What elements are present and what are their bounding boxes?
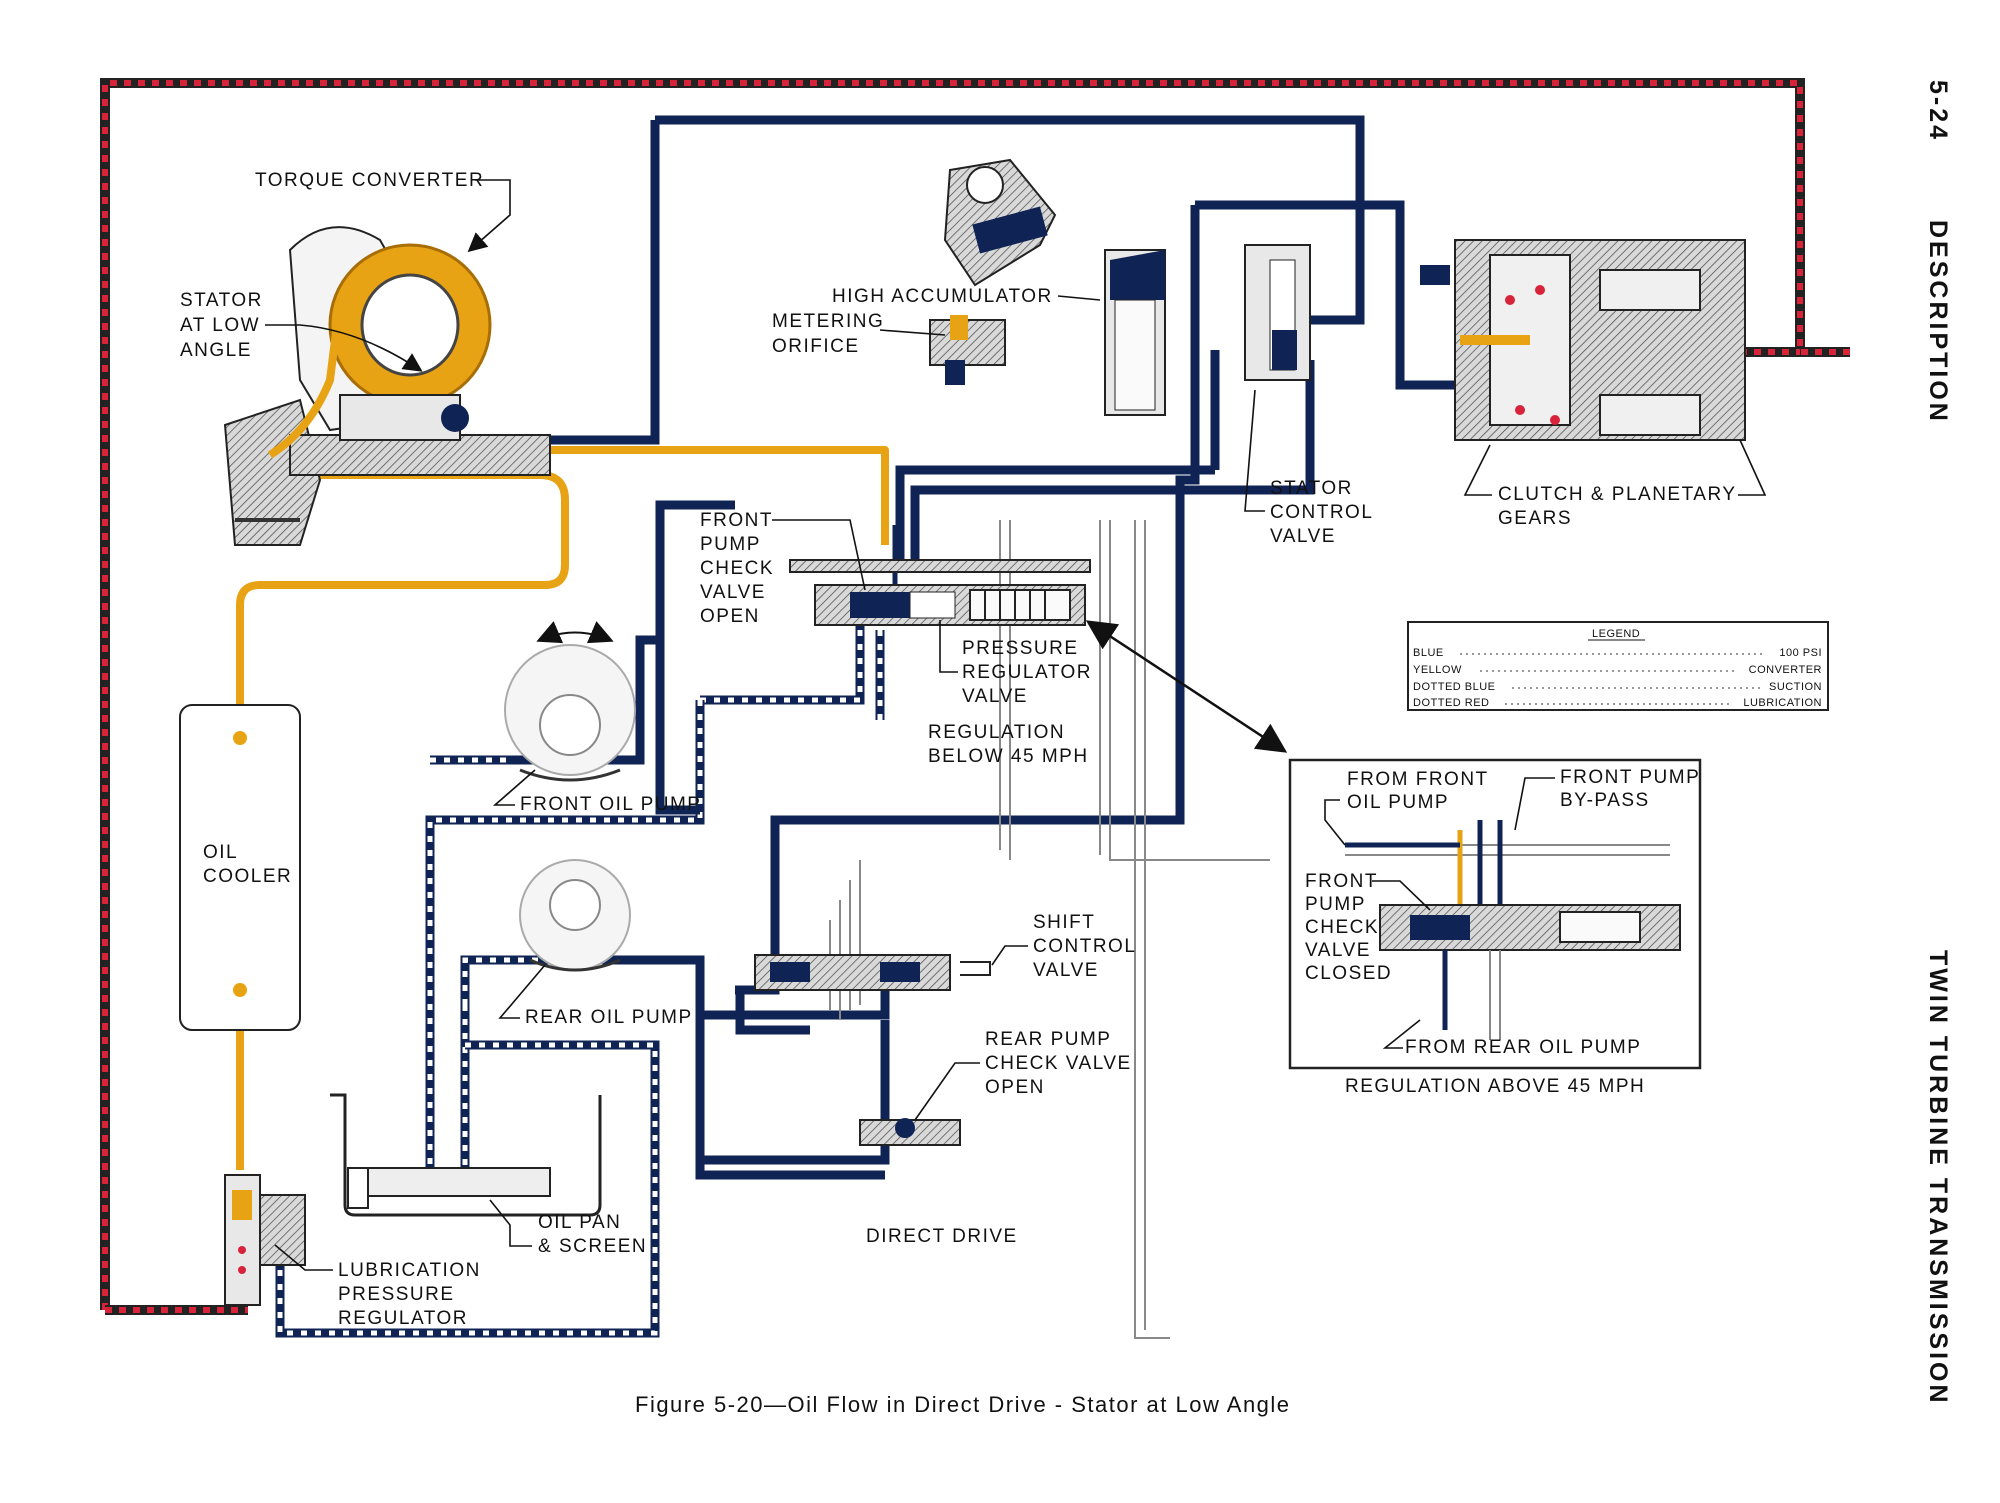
inset-from-rear-label: FROM REAR OIL PUMP bbox=[1405, 1037, 1641, 1058]
inset-check-closed-label-5: CLOSED bbox=[1305, 963, 1392, 984]
rear-pump-check-label-2: CHECK VALVE bbox=[985, 1053, 1132, 1074]
stator-control-valve bbox=[1244, 244, 1311, 381]
pressure-regulator-label-2: REGULATOR bbox=[962, 662, 1092, 683]
pressure-regulator-label-1: PRESSURE bbox=[962, 638, 1079, 659]
inset-from-front-label-1: FROM FRONT bbox=[1347, 769, 1489, 790]
oil-pan-screen bbox=[330, 1093, 602, 1217]
legend-value-dotted-blue: SUCTION bbox=[1769, 681, 1822, 693]
regulation-below-label-2: BELOW 45 MPH bbox=[928, 746, 1089, 767]
section-title: DESCRIPTION bbox=[1924, 220, 1952, 424]
front-check-open-label-3: CHECK bbox=[700, 558, 774, 579]
torque-converter-label: TORQUE CONVERTER bbox=[255, 170, 484, 191]
lubrication-regulator-label-3: REGULATOR bbox=[338, 1308, 468, 1329]
legend-key-dotted-blue: DOTTED BLUE bbox=[1413, 681, 1496, 693]
clutch-planetary-label-2: GEARS bbox=[1498, 508, 1572, 529]
front-oil-pump-label: FRONT OIL PUMP bbox=[520, 794, 701, 815]
regulation-below-label-1: REGULATION bbox=[928, 722, 1065, 743]
rear-pump-check-label-3: OPEN bbox=[985, 1077, 1045, 1098]
rear-pump-check-valve bbox=[859, 1118, 961, 1146]
stator-control-label-2: CONTROL bbox=[1270, 502, 1373, 523]
metering-orifice-label-2: ORIFICE bbox=[772, 336, 860, 357]
legend-key-dotted-red: DOTTED RED bbox=[1413, 697, 1490, 709]
direct-drive-label: DIRECT DRIVE bbox=[866, 1226, 1018, 1247]
stator-control-label-3: VALVE bbox=[1270, 526, 1336, 547]
inset-check-closed-label-3: CHECK bbox=[1305, 917, 1379, 938]
inset-caption: REGULATION ABOVE 45 MPH bbox=[1345, 1076, 1645, 1097]
pressure-regulator-label-3: VALVE bbox=[962, 686, 1028, 707]
front-oil-pump bbox=[504, 621, 636, 782]
clutch-planetary-label-1: CLUTCH & PLANETARY bbox=[1498, 484, 1737, 505]
metering-orifice bbox=[929, 315, 1006, 385]
oil-cooler-label-2: COOLER bbox=[203, 866, 292, 887]
legend-key-blue: BLUE bbox=[1413, 647, 1444, 659]
oil-pan-label-1: OIL PAN bbox=[538, 1212, 621, 1233]
shift-control-label-2: CONTROL bbox=[1033, 936, 1136, 957]
section-number: 5-24 bbox=[1924, 80, 1952, 142]
oil-cooler-label-1: OIL bbox=[203, 842, 238, 863]
front-check-open-label-5: OPEN bbox=[700, 606, 760, 627]
inset-regulation-above-45: FROM FRONT OIL PUMP FRONT PUMP BY-PASS F… bbox=[1288, 758, 1702, 1097]
inset-check-closed-label-2: PUMP bbox=[1305, 894, 1366, 915]
shift-control-valve-body bbox=[754, 954, 991, 991]
inset-check-closed-label-4: VALVE bbox=[1305, 940, 1371, 961]
metering-orifice-label-1: METERING bbox=[772, 311, 884, 332]
legend-row: BLUE 100 PSI bbox=[1413, 647, 1822, 659]
shift-control-label-1: SHIFT bbox=[1033, 912, 1095, 933]
torque-converter bbox=[223, 226, 551, 546]
high-accumulator bbox=[943, 158, 1166, 416]
inset-check-closed-label-1: FRONT bbox=[1305, 871, 1378, 892]
suction-line bbox=[275, 600, 885, 1338]
oil-pan-label-2: & SCREEN bbox=[538, 1236, 647, 1257]
inset-bypass-label-1: FRONT PUMP bbox=[1560, 767, 1700, 788]
legend-row: DOTTED RED LUBRICATION bbox=[1413, 697, 1822, 709]
labels: TORQUE CONVERTER STATOR AT LOW ANGLE HIG… bbox=[180, 170, 1767, 1329]
legend-value-blue: 100 PSI bbox=[1779, 647, 1822, 659]
stator-label-2: AT LOW bbox=[180, 315, 260, 336]
legend-title: LEGEND bbox=[1592, 628, 1640, 640]
inset-pointer-arrow bbox=[1085, 620, 1288, 753]
legend-row: YELLOW CONVERTER bbox=[1413, 664, 1822, 676]
rear-oil-pump-label: REAR OIL PUMP bbox=[525, 1007, 693, 1028]
front-check-open-label-2: PUMP bbox=[700, 534, 761, 555]
legend-value-dotted-red: LUBRICATION bbox=[1743, 697, 1822, 709]
legend-row: DOTTED BLUE SUCTION bbox=[1413, 681, 1822, 693]
rear-pump-check-label-1: REAR PUMP bbox=[985, 1029, 1111, 1050]
legend: LEGEND BLUE 100 PSI YELLOW CONVERTER DOT… bbox=[1407, 621, 1829, 711]
lubrication-regulator-label-1: LUBRICATION bbox=[338, 1260, 481, 1281]
oil-cooler: OIL COOLER bbox=[179, 704, 301, 1031]
inset-bypass-label-2: BY-PASS bbox=[1560, 790, 1650, 811]
figure-caption: Figure 5-20—Oil Flow in Direct Drive - S… bbox=[635, 1392, 1291, 1417]
side-title: TWIN TURBINE TRANSMISSION bbox=[1924, 950, 1952, 1406]
lubrication-regulator-body bbox=[224, 1174, 306, 1306]
stator-label-1: STATOR bbox=[180, 290, 263, 311]
rear-oil-pump bbox=[519, 859, 631, 972]
pressure-regulator-assembly bbox=[789, 559, 1091, 626]
side-header: 5-24 DESCRIPTION TWIN TURBINE TRANSMISSI… bbox=[1924, 80, 1952, 1406]
stator-label-3: ANGLE bbox=[180, 340, 252, 361]
high-accumulator-label: HIGH ACCUMULATOR bbox=[832, 286, 1053, 307]
shift-control-label-3: VALVE bbox=[1033, 960, 1099, 981]
front-check-open-label-4: VALVE bbox=[700, 582, 766, 603]
pressure-line bbox=[510, 115, 1455, 1180]
stator-control-label-1: STATOR bbox=[1270, 478, 1353, 499]
clutch-planetary-gears bbox=[1420, 239, 1746, 441]
legend-key-yellow: YELLOW bbox=[1413, 664, 1462, 676]
legend-value-yellow: CONVERTER bbox=[1749, 664, 1822, 676]
lubrication-regulator-label-2: PRESSURE bbox=[338, 1284, 455, 1305]
front-check-open-label-1: FRONT bbox=[700, 510, 773, 531]
inset-from-front-label-2: OIL PUMP bbox=[1347, 792, 1449, 813]
